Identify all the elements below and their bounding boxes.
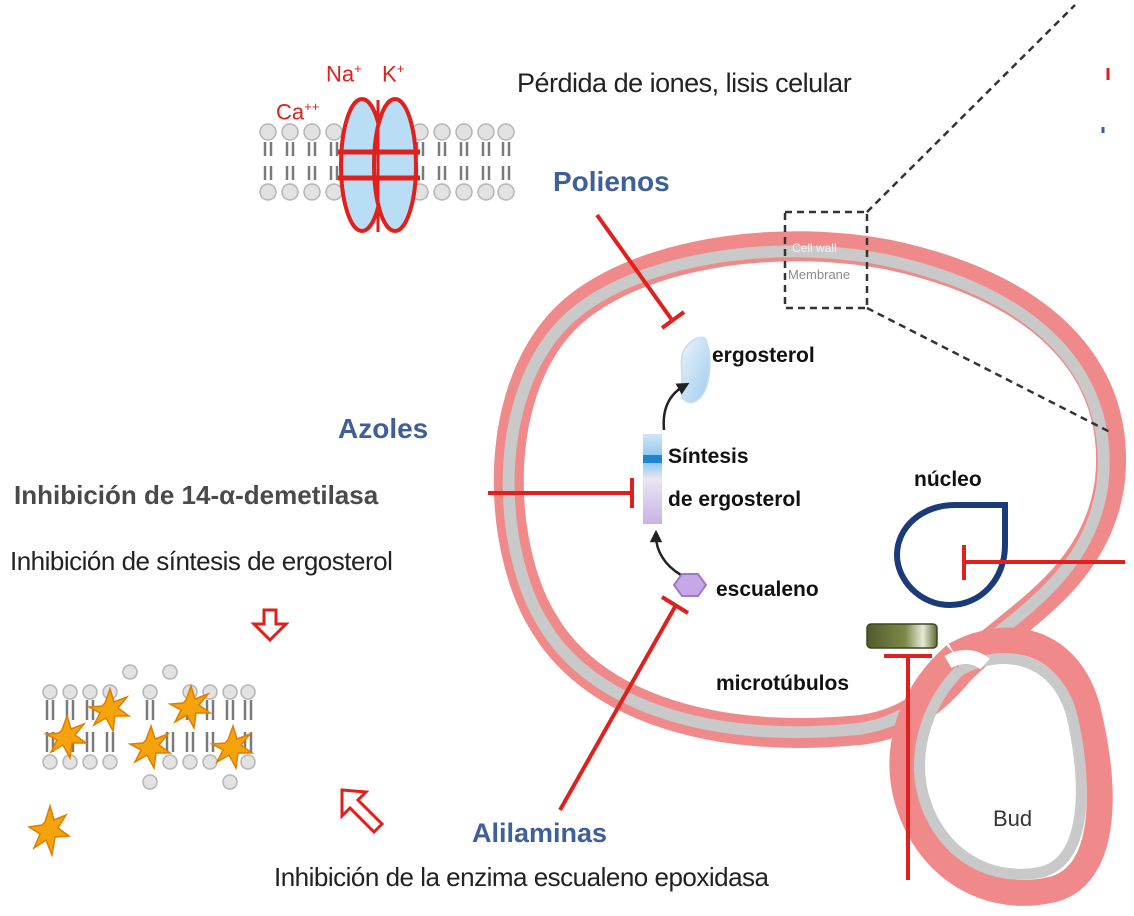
bud-membrane	[914, 653, 1087, 880]
allylamines-inhibitor-line	[558, 604, 678, 811]
epoxidase-inhibition-label: Inhibición de la enzima escualeno epoxid…	[274, 862, 769, 892]
pathway-arrow-down	[649, 529, 682, 577]
spark-1	[43, 713, 89, 761]
demethylase-inhibition-label: Inhibición de 14-α-demetilasa	[14, 480, 379, 510]
ion-loss-label: Pérdida de iones, lisis celular	[517, 68, 852, 98]
cell-wall-label: Cell wall	[792, 241, 837, 255]
damage-sparks	[26, 683, 255, 858]
membrane-channel-diagram	[259, 97, 515, 233]
channel-protein-right	[372, 97, 418, 233]
nucleus-label: núcleo	[914, 468, 982, 491]
zoom-line-top	[866, 4, 1076, 213]
ergosterol-label: ergosterol	[712, 344, 815, 367]
synthesis-label-line1: Síntesis	[668, 445, 749, 468]
bud-wall	[889, 627, 1113, 906]
allylamines-label: Alilaminas	[472, 818, 608, 848]
synthesis-bar-icon	[643, 434, 662, 524]
ion-na-label: Na+	[326, 61, 362, 87]
allylamines-inhibitor-bar	[660, 595, 690, 615]
spark-5	[209, 723, 255, 771]
squalene-icon	[672, 573, 708, 597]
lipid-tails	[263, 142, 511, 180]
spark-2	[86, 686, 132, 734]
membrane-label: Membrane	[788, 267, 851, 282]
ergosterol-icon	[680, 336, 711, 404]
zoom-box	[783, 210, 869, 310]
synthesis-label-line2: de ergosterol	[668, 488, 802, 511]
inhibition-lines	[488, 213, 1125, 880]
azoles-label: Azoles	[338, 413, 429, 444]
zoom-line-bottom	[866, 306, 1111, 434]
spark-6	[26, 803, 72, 858]
pathway-arrow-up	[662, 382, 690, 431]
polienos-label: Polienos	[553, 166, 670, 197]
ion-k-label: K+	[382, 61, 405, 87]
microtubules-label: microtúbulos	[716, 672, 850, 695]
microtubule-icon	[866, 623, 938, 649]
lipid-heads-top	[259, 123, 515, 141]
bud-label: Bud	[993, 806, 1033, 831]
polienos-inhibitor-bar	[660, 310, 686, 330]
synthesis-bar-mark	[643, 455, 662, 463]
lipid-heads-bottom	[259, 183, 515, 201]
damaged-membrane	[26, 664, 256, 858]
yeast-cell	[493, 231, 1127, 906]
spark-4	[167, 683, 213, 731]
zoom-indicator	[783, 4, 1111, 434]
polienos-inhibitor-line	[595, 213, 674, 322]
squalene-label: escualeno	[716, 578, 819, 601]
ergosterol-synthesis-inhibition-label: Inhibición de síntesis de ergosterol	[10, 546, 393, 576]
nucleus-icon	[893, 502, 1008, 609]
ion-ca-label: Ca++	[276, 99, 320, 125]
up-left-arrow-icon	[340, 788, 385, 835]
spark-3	[127, 723, 173, 771]
down-arrow-icon	[250, 608, 290, 643]
cell-membrane	[502, 245, 1110, 738]
